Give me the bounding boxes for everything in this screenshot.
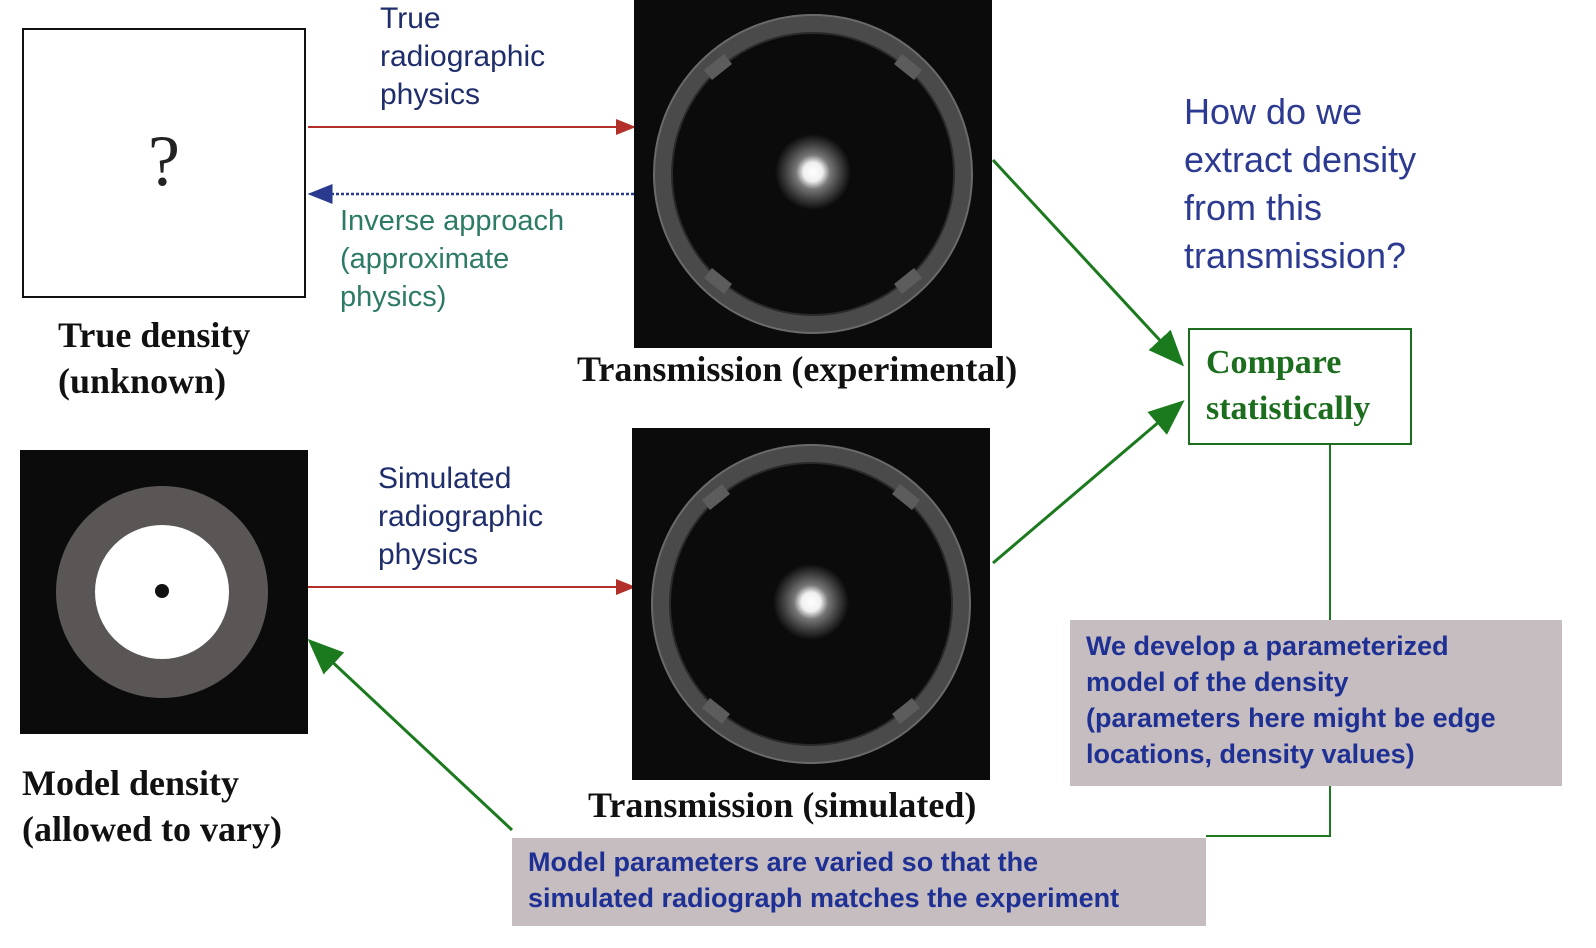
parameters-varied-callout: Model parameters are varied so that the … [512,838,1206,926]
question-mark: ? [148,121,180,201]
simulated-physics-label: Simulated radiographic physics [378,460,543,574]
transmission-simulated-image [632,428,990,780]
experimental-to-compare-arrow [991,158,1185,367]
true-density-label: True density (unknown) [58,312,250,404]
model-density-label: Model density (allowed to vary) [22,760,282,852]
varied-line2: simulated radiograph matches the experim… [528,883,1120,913]
true-density-label-line1: True density [58,315,251,355]
parameterized-model-callout: We develop a parameterized model of the … [1070,620,1562,786]
simulated-to-compare-arrow [992,400,1185,565]
true-density-label-line2: (unknown) [58,361,227,401]
inverse-line3: physics) [340,281,447,313]
compare-line2: statistically [1206,390,1371,427]
question-line1: How do we [1184,91,1363,132]
inverse-line2: (approximate [340,243,510,275]
true-physics-label: True radiographic physics [380,0,545,114]
simulated-physics-line3: physics [378,538,479,571]
simulated-physics-line1: Simulated [378,462,512,495]
varied-line1: Model parameters are varied so that the [528,847,1039,877]
compare-statistically-box: Compare statistically [1188,328,1412,445]
transmission-experimental-label: Transmission (experimental) [577,349,1018,389]
simulated-physics-line2: radiographic [378,500,544,533]
true-physics-line3: physics [380,78,481,111]
parameterized-line1: We develop a parameterized [1086,631,1449,661]
parameterized-line3: (parameters here might be edge [1086,703,1496,733]
question-text: How do we extract density from this tran… [1184,88,1416,280]
model-density-label-line2: (allowed to vary) [22,809,282,849]
question-line4: transmission? [1184,235,1407,276]
true-physics-line2: radiographic [380,40,546,73]
question-line2: extract density [1184,139,1417,180]
inverse-line1: Inverse approach [340,205,565,237]
parameterized-line4: locations, density values) [1086,739,1415,769]
transmission-simulated-label: Transmission (simulated) [588,785,977,825]
model-density-label-line1: Model density [22,763,240,803]
model-density-image [20,450,308,734]
inverse-approach-label: Inverse approach (approximate physics) [340,202,564,316]
parameterized-line2: model of the density [1086,667,1349,697]
true-physics-line1: True [380,2,441,35]
question-line3: from this [1184,187,1323,228]
feedback-arrow [307,638,514,832]
callout-feedback-line [1206,786,1331,837]
compare-line1: Compare [1206,344,1342,381]
true-density-box: ? [22,28,306,298]
transmission-experimental-image [634,0,992,348]
